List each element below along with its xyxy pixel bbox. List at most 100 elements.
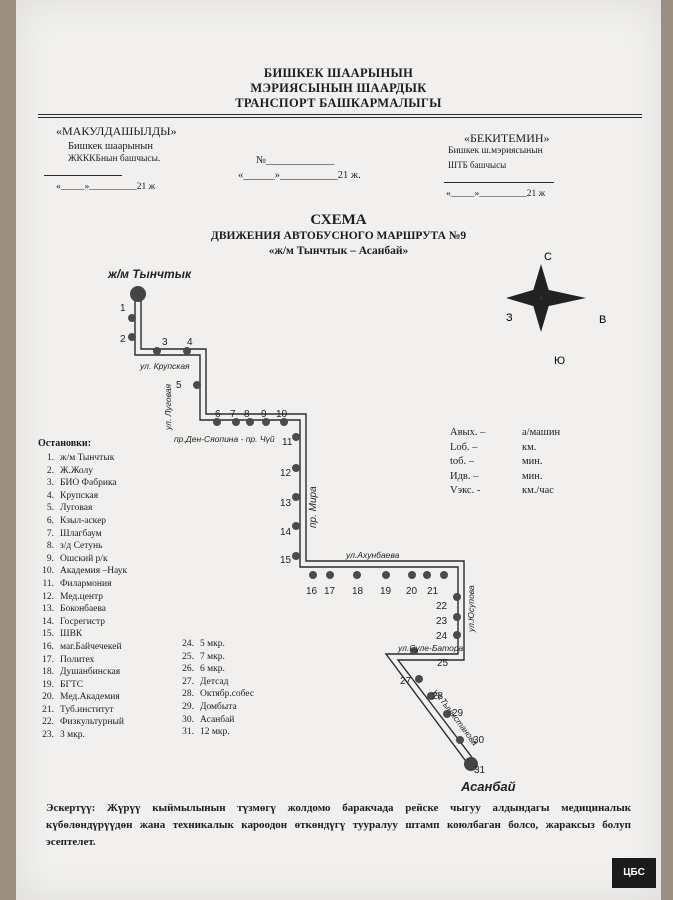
approval-center-number: №_____________ <box>256 155 335 166</box>
stop-list-name: Душанбинская <box>60 667 121 678</box>
approval-right-position: ШТБ башчысы <box>448 160 507 170</box>
stop-label: 1 <box>120 303 126 314</box>
stop-label: 24 <box>436 631 448 642</box>
stop-list-number: 22. <box>42 717 54 728</box>
stop-list-item: 31.12 мкр. <box>172 726 254 739</box>
street-label-mira: пр. Мира <box>308 486 319 528</box>
stop-list-name: Мед.центр <box>60 591 104 602</box>
stop-label: 13 <box>280 498 292 509</box>
stop-list-item: 2.Ж.Жолу <box>32 465 127 478</box>
stop-list-item: 28. Октябр.собес <box>172 688 254 701</box>
stop-list-name: Ж.Жолу <box>60 465 94 476</box>
stop-label: 11 <box>282 437 293 448</box>
stop-list-name: Академия –Наук <box>60 566 128 577</box>
stop-label: 10 <box>276 409 288 420</box>
stop-label: 4 <box>187 337 193 348</box>
stop-list-number: 14. <box>42 616 54 627</box>
stop-label: 23 <box>436 616 448 627</box>
stop-list-number: 15. <box>42 629 54 640</box>
stop-list-number: 27. <box>182 676 194 687</box>
stop-list-number: 12. <box>42 591 54 602</box>
stop-label: 19 <box>380 586 392 597</box>
stop-label: 9 <box>261 409 267 420</box>
stop-label: 21 <box>427 586 439 597</box>
stop-list-item: 12. Мед.центр <box>32 591 127 604</box>
header-line-2: МЭРИЯСЫНЫН ШААРДЫК <box>250 81 427 95</box>
stop-list-number: 26. <box>182 664 194 675</box>
stop-label: 15 <box>280 555 292 566</box>
stop-label: 12 <box>280 468 292 479</box>
stop-list-name: БГТС <box>60 679 84 690</box>
parameter-row: Vэкс. -км./час <box>450 485 554 496</box>
document-page: БИШКЕК ШААРЫНЫН МЭРИЯСЫНЫН ШААРДЫК ТРАНС… <box>16 0 661 900</box>
stop-list-item: 1.ж/м Тынчтык <box>32 452 127 465</box>
stop-markers <box>128 314 464 744</box>
stop-list-item: 18. Душанбинская <box>32 666 127 679</box>
approval-left-signature-line <box>44 175 122 176</box>
stop-list-item: 4.Крупская <box>32 490 127 503</box>
stop-list-name: Мед.Академия <box>60 692 120 703</box>
stop-list-number: 20. <box>42 692 54 703</box>
stop-label: 27 <box>400 676 412 687</box>
stop-list-name: Боконбаева <box>60 604 107 615</box>
stop-list-item: 22.Физкультурный <box>32 716 127 729</box>
stop-list-number: 3. <box>46 478 54 489</box>
stop-list-number: 31. <box>182 727 194 738</box>
stop-list-name: Туб.институт <box>60 704 114 715</box>
stop-list-name: Октябр.собес <box>200 689 255 700</box>
header-line-1: БИШКЕК ШААРЫНЫН <box>263 66 414 80</box>
stop-list-item: 20. Мед.Академия <box>32 691 127 704</box>
stop-label: 8 <box>244 409 250 420</box>
stop-list-item: 15.ШВК <box>32 628 127 641</box>
stop-list-name: Детсад <box>200 676 229 687</box>
stop-list-name: Филармония <box>60 578 112 589</box>
stop-list-item: 11.Филармония <box>32 578 127 591</box>
stop-list-item: 10.Академия –Наук <box>32 565 127 578</box>
stop-label: 7 <box>230 409 236 420</box>
stop-list-name: Политех <box>60 654 95 665</box>
stop-list-item: 30.Асанбай <box>172 714 254 727</box>
stop-list-number: 9. <box>46 553 54 564</box>
parameter-row: Lоб. –км. <box>450 441 537 453</box>
stop-list-number: 23. <box>42 730 54 741</box>
stop-list-name: маг.Байчечекей <box>60 641 122 652</box>
route-map: С В З Ю 1 2 3 4 5 <box>107 251 606 794</box>
stop-list-name: з/д Сетунь <box>60 541 103 552</box>
stop-list-number: 28. <box>182 689 194 700</box>
approval-right-title: «БЕКИТЕМИН» <box>464 131 550 145</box>
footer-note: Эскертүү: Жүрүү кыймылынын түзмөгү жолдо… <box>46 802 631 848</box>
parameter-row: tоб. –мин. <box>450 456 543 467</box>
parameter-row: Идв. –мин. <box>450 470 543 482</box>
stop-list-number: 1. <box>46 453 54 463</box>
stop-list-item: 27. Детсад <box>172 676 254 689</box>
stop-list-item: 6.Кзыл-аскер <box>32 515 127 528</box>
stop-list-item: 17.Политех <box>32 654 127 667</box>
stop-list-item: 3.БИО Фабрика <box>32 477 127 490</box>
street-label-krupskaya: ул. Крупская <box>139 361 190 371</box>
stop-list-name: 6 мкр. <box>200 664 225 675</box>
stop-list-name: Шлагбаум <box>60 528 102 539</box>
stop-label: 16 <box>306 586 318 597</box>
stop-list-number: 13. <box>42 604 54 615</box>
stop-list-item: 23.3 мкр. <box>32 729 127 742</box>
stop-list-item: 5.Луговая <box>32 502 127 515</box>
header-line-3: ТРАНСПОРТ БАШКАРМАЛЫГЫ <box>235 96 442 110</box>
stop-list-item: 26. 6 мкр. <box>172 663 254 676</box>
approval-right-org: Бишкек ш.мэриясынын <box>448 146 543 156</box>
stop-list-name: 5 мкр. <box>200 639 225 649</box>
approval-left-title: «МАКУЛДАШЫЛДЫ» <box>56 124 177 138</box>
stop-label: 20 <box>406 586 418 597</box>
publisher-logo: ЦБС <box>612 858 656 888</box>
stop-list-number: 18. <box>42 667 54 678</box>
stop-list-name: Крупская <box>60 490 99 501</box>
stops-heading: Остановки: <box>38 438 92 449</box>
stop-list-number: 25. <box>182 651 194 662</box>
street-label-lugovaya: ул. Луговая <box>163 383 173 431</box>
stop-list-number: 29. <box>182 701 194 712</box>
stop-list-number: 8. <box>46 541 54 552</box>
route-line <box>134 293 475 765</box>
end-terminal-label: Асанбай <box>460 779 516 794</box>
approval-left-date: «_____»__________21 ж <box>56 182 156 192</box>
stop-label: 22 <box>436 601 448 612</box>
